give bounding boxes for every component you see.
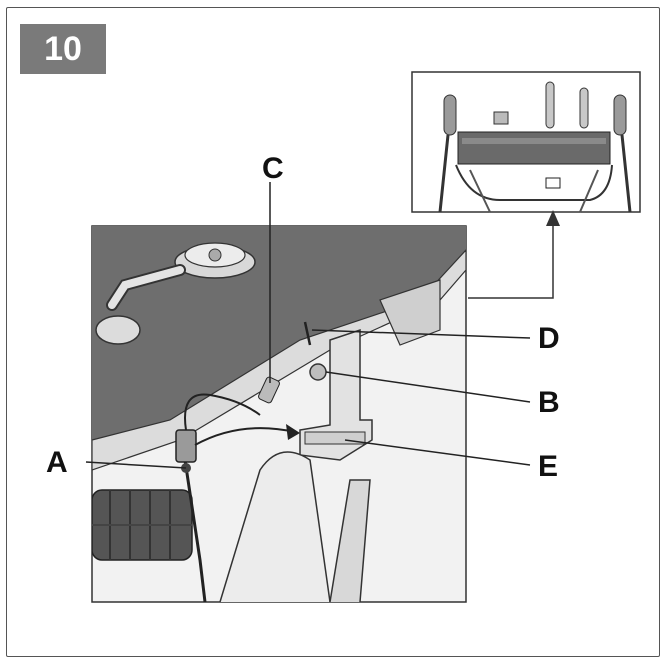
callout-d: D xyxy=(538,322,560,355)
pointer-arrow xyxy=(546,210,560,226)
callout-b: B xyxy=(538,386,560,419)
overview-inset xyxy=(411,71,641,213)
leader-lines xyxy=(85,182,531,469)
callout-e: E xyxy=(538,450,558,483)
step-number-badge: 10 xyxy=(20,24,106,74)
detail-view xyxy=(91,225,467,603)
handle-grip xyxy=(92,489,193,561)
callout-a: A xyxy=(46,446,68,479)
callout-c: C xyxy=(262,152,284,185)
